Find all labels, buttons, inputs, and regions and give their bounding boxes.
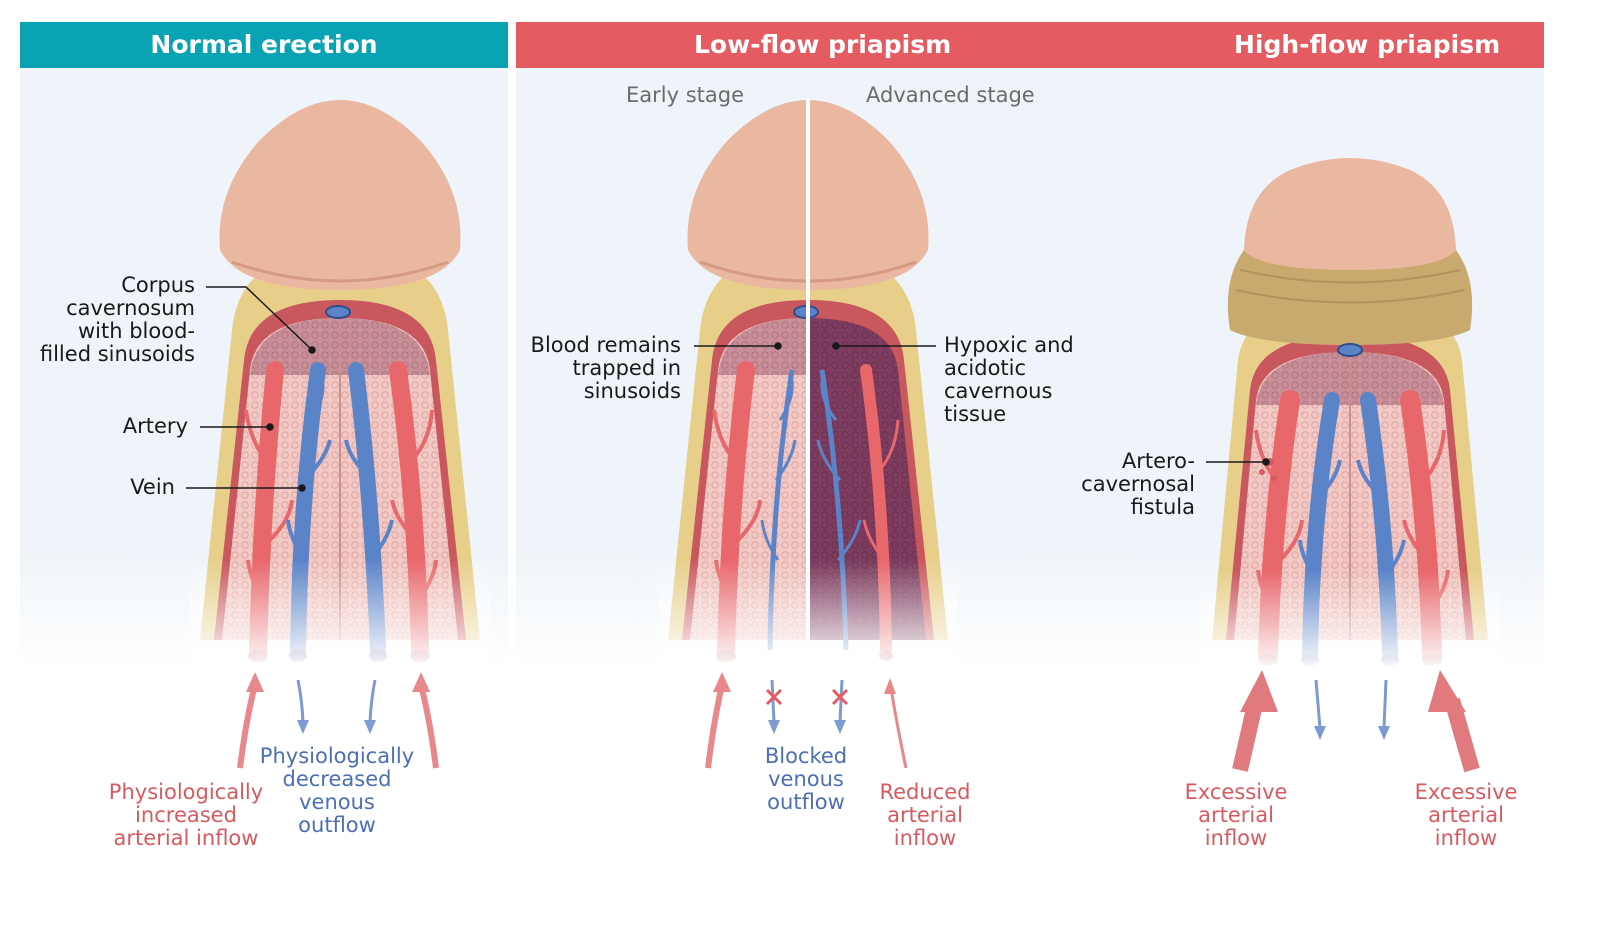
label-artery: Artery xyxy=(122,414,188,438)
leaders-normal xyxy=(186,286,316,492)
header-high-flow: High-flow priapism xyxy=(1234,30,1501,59)
block-mark-right xyxy=(831,688,849,706)
stage-early: Early stage xyxy=(626,83,745,107)
penis-high-flow xyxy=(1200,158,1500,670)
header-normal-erection: Normal erection xyxy=(20,22,508,68)
arrows-normal xyxy=(237,672,439,769)
arrows-high-flow xyxy=(1232,670,1480,773)
header-low-flow: Low-flow priapism xyxy=(694,30,952,59)
penis-low-flow xyxy=(658,98,958,670)
arrows-low-flow xyxy=(705,672,908,769)
label-vein: Vein xyxy=(130,475,175,499)
leaders-high-flow xyxy=(1206,458,1270,466)
block-mark-left xyxy=(765,688,783,706)
header-priapism-bar: Low-flow priapism High-flow priapism xyxy=(516,22,1544,68)
stage-advanced: Advanced stage xyxy=(866,83,1035,107)
leaders-low-flow xyxy=(694,342,936,350)
penis-normal xyxy=(190,100,490,670)
